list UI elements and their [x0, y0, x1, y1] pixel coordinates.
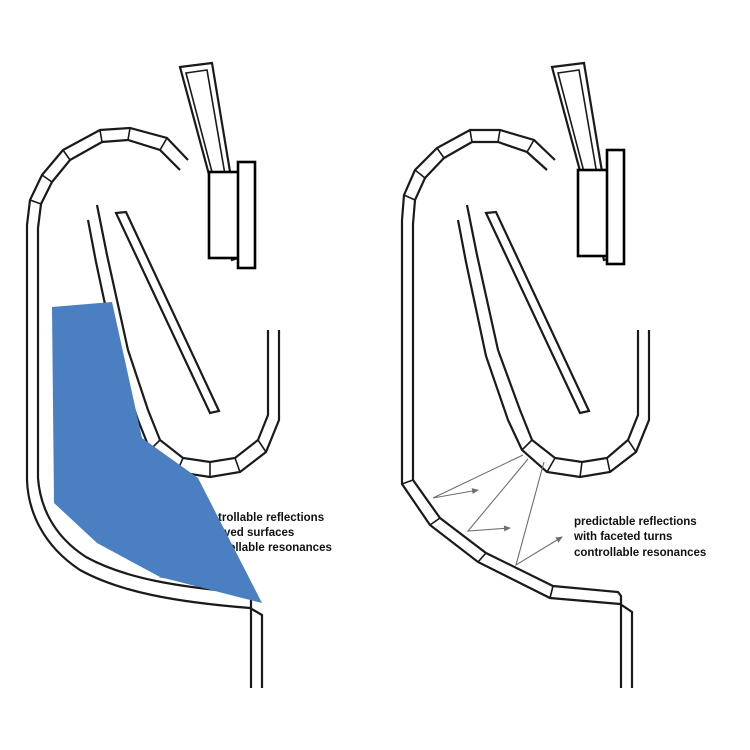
right-reflection-ray-2 [466, 458, 529, 532]
right-septum [484, 210, 591, 415]
left-fold-facet-ticks [149, 439, 267, 477]
left-caption-line-2: ved surfaces [224, 527, 294, 539]
right-driver-magnet [576, 168, 610, 258]
left-highlight-region [52, 302, 262, 603]
right-horn-diagram: predictable reflections with faceted tur… [400, 61, 706, 688]
right-fold-facet-ticks [521, 439, 637, 478]
left-outer-facet-ticks [29, 127, 168, 205]
left-driver-magnet [207, 170, 241, 260]
left-horn-diagram: ntrollable reflections ved surfaces ntro… [25, 61, 332, 688]
right-caption-line-2: with faceted turns [573, 531, 672, 543]
right-outer-wall-inner [411, 140, 623, 688]
right-outer-wall [400, 128, 634, 688]
left-septum [114, 210, 221, 415]
right-caption-line-3: controllable resonances [574, 547, 706, 559]
left-caption-line-1: ntrollable reflections [211, 512, 324, 524]
right-reflection-ray-3 [515, 461, 563, 567]
right-caption-line-1: predictable reflections [574, 516, 697, 528]
right-outer-facet-ticks [401, 129, 554, 599]
right-reflection-ray-1 [432, 454, 524, 499]
right-driver-frame [605, 148, 626, 266]
left-caption-line-3: ntrollable resonances [213, 542, 332, 554]
left-driver-frame [236, 160, 257, 270]
left-outer-wall [25, 126, 264, 688]
left-outer-wall-inner [36, 138, 253, 688]
